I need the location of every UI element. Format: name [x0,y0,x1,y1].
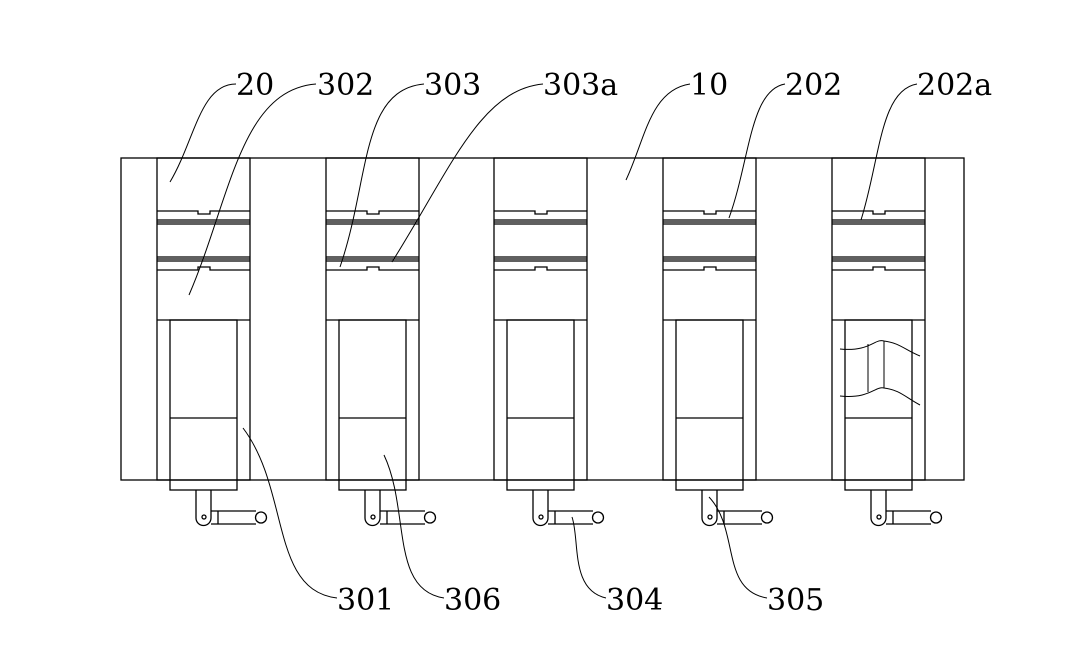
cylinder-unit [831,157,943,527]
plate-303 [832,266,925,271]
cylinder-301 [338,319,407,491]
label-306: 306 [444,583,501,618]
plate-303 [663,266,756,271]
label-202a: 202a [917,68,992,103]
label-20: 20 [236,68,274,103]
frame-10 [120,157,965,481]
lever-knob [591,511,605,524]
pivot-pin [538,514,544,520]
rod-305 [532,490,549,527]
plate-303 [494,266,587,271]
pivot-pin [707,514,713,520]
lever-knob [254,511,268,524]
plate-303 [326,266,419,271]
label-303a: 303a [543,68,618,103]
unit-housing [156,157,251,481]
lever-knob [760,511,774,524]
cylinder-301 [169,319,238,491]
label-305: 305 [767,583,824,618]
plate-202 [157,210,250,215]
plate-303 [157,266,250,271]
rod-305 [870,490,887,527]
plate-202 [494,210,587,215]
cylinder-301 [844,319,913,491]
label-10: 10 [690,68,728,103]
pivot-pin [876,514,882,520]
label-304: 304 [606,583,663,618]
cylinder-unit [325,157,437,527]
rod-305 [364,490,381,527]
unit-housing [662,157,757,481]
pivot-pin [370,514,376,520]
label-302: 302 [317,68,374,103]
lever-304 [380,510,425,525]
pivot-pin [201,514,207,520]
lever-knob [929,511,943,524]
cylinder-301 [675,319,744,491]
plate-202 [663,210,756,215]
unit-housing [831,157,926,481]
lever-304 [548,510,593,525]
unit-housing [325,157,420,481]
lever-304 [886,510,931,525]
cylinder-unit [493,157,605,527]
rod-305 [195,490,212,527]
cylinder-unit [156,157,268,527]
lever-304 [211,510,256,525]
unit-housing [493,157,588,481]
lever-knob [423,511,437,524]
rod-305 [701,490,718,527]
plate-202 [326,210,419,215]
label-303: 303 [424,68,481,103]
label-202: 202 [785,68,842,103]
leader-lines [169,83,921,599]
plate-202 [832,210,925,215]
label-301: 301 [337,583,394,618]
cylinder-unit [662,157,774,527]
cylinder-301 [506,319,575,491]
